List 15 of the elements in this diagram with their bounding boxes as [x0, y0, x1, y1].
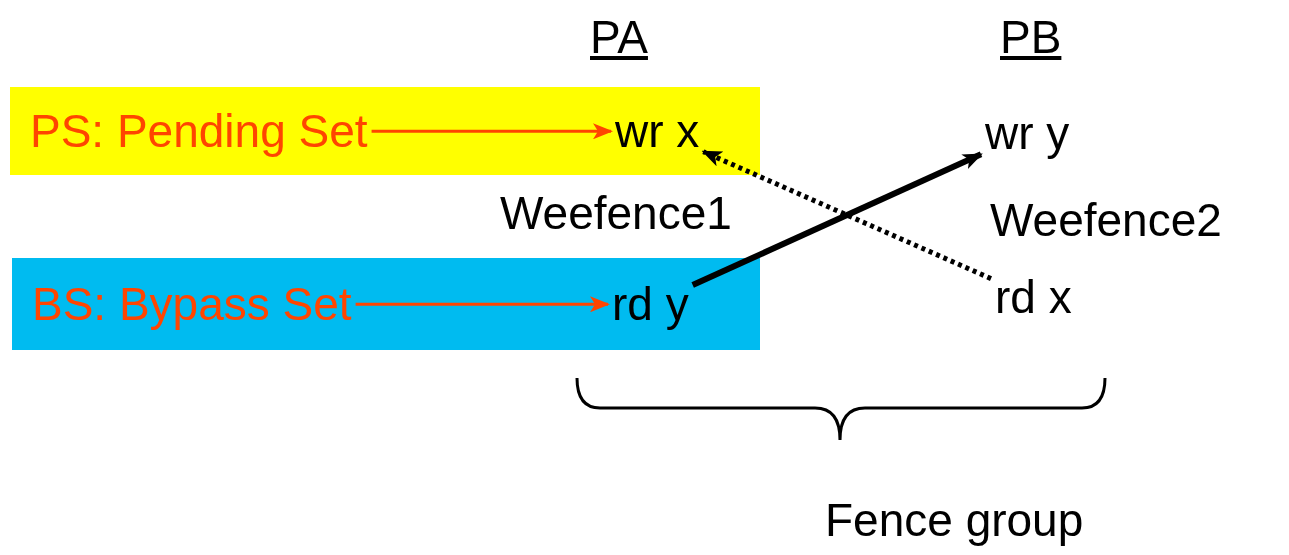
operation-label: rd y: [612, 279, 689, 330]
operation-label: rd x: [995, 272, 1072, 323]
process-heading: PA: [590, 12, 648, 63]
highlight-band: [12, 258, 760, 350]
highlight-band: [10, 87, 760, 175]
set-label: BS: Bypass Set: [32, 279, 352, 330]
operation-label: wr y: [985, 108, 1070, 159]
arrow: [371, 123, 613, 140]
set-label: PS: Pending Set: [30, 106, 368, 157]
fence-label: Weefence2: [990, 195, 1222, 246]
process-heading: PB: [1000, 12, 1062, 63]
operation-label: wr x: [615, 106, 700, 157]
arrow: [355, 296, 610, 313]
fence-label: Weefence1: [500, 188, 732, 239]
group-label: Fence group: [825, 495, 1084, 546]
